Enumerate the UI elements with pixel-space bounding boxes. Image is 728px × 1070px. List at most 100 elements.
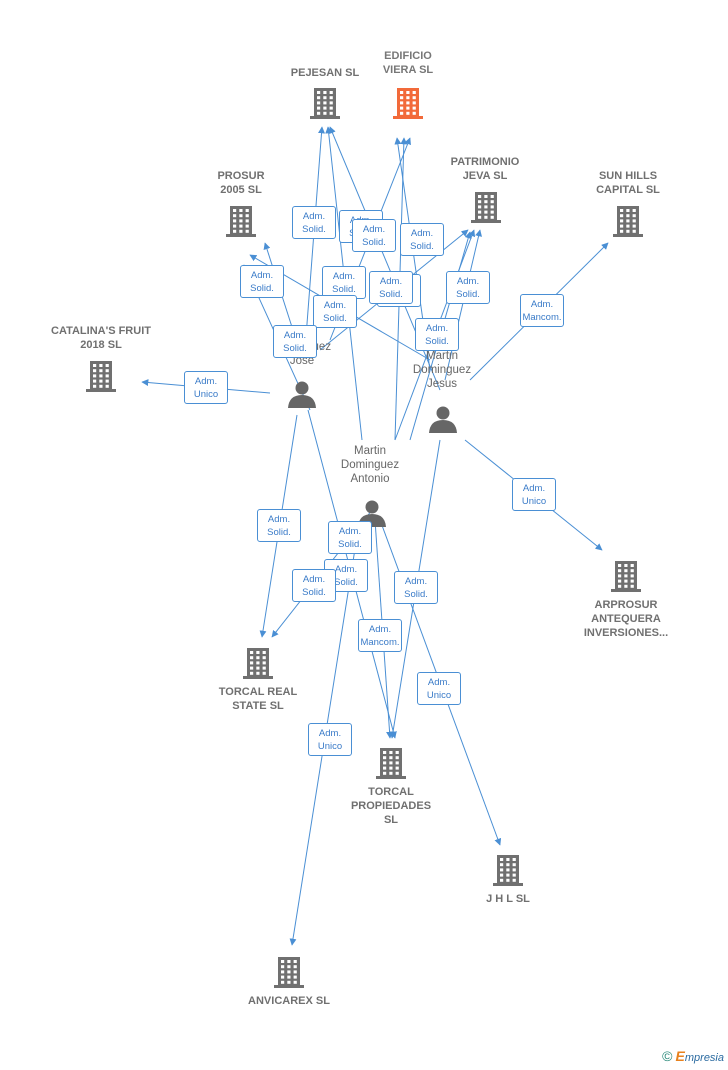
role-badge[interactable]: Adm. Solid. xyxy=(322,266,366,299)
badge-line: Solid. xyxy=(404,589,428,600)
badge-line: Solid. xyxy=(379,289,403,300)
company-node-torcal-propiedades[interactable]: TORCAL PROPIEDADES SL xyxy=(351,785,436,827)
company-label: EDIFICIO VIERA SL xyxy=(382,50,434,76)
badge-line: Solid. xyxy=(338,539,362,550)
role-badge[interactable]: Adm. Solid. xyxy=(352,219,396,252)
company-label: PATRIMONIO JEVA SL xyxy=(450,156,520,182)
company-label: ANVICAREX SL xyxy=(248,995,330,1007)
role-badge[interactable]: Adm. Solid. xyxy=(394,571,438,604)
company-node-torcal-real[interactable]: TORCAL REAL STATE SL xyxy=(219,685,298,713)
role-badge[interactable]: Adm.Solid. xyxy=(328,521,372,554)
building-icon xyxy=(471,192,501,223)
role-badge[interactable]: Adm. Solid. xyxy=(313,295,357,328)
badge-line: Solid. xyxy=(283,343,307,354)
building-icon xyxy=(493,855,523,886)
badge-line: Unico xyxy=(317,741,343,752)
person-icon xyxy=(288,381,316,408)
company-label: PROSUR 2005 SL xyxy=(217,170,265,196)
badge-line: Adm. xyxy=(522,483,546,494)
badge-line: Adm. xyxy=(318,728,342,739)
company-label: ARPROSUR ANTEQUERA INVERSIONES... xyxy=(583,599,669,639)
building-icon xyxy=(613,206,643,237)
company-node-patrimonio[interactable]: PATRIMONIO JEVA SL xyxy=(451,155,525,183)
person-label: Martin Dominguez Jesus xyxy=(412,350,472,390)
building-icon xyxy=(393,88,423,119)
relationship-edge xyxy=(444,229,482,381)
building-icon xyxy=(310,88,340,119)
company-node-pejesan[interactable]: PEJESAN SL xyxy=(291,66,380,80)
company-node-arprosur[interactable]: ARPROSUR ANTEQUERA INVERSIONES... xyxy=(584,598,681,640)
building-icon xyxy=(376,748,406,779)
person-icon xyxy=(429,406,457,433)
role-badge[interactable]: Adm. Unico xyxy=(512,478,556,511)
brand-name: mpresia xyxy=(684,1052,724,1064)
company-label: TORCAL REAL STATE SL xyxy=(218,686,298,712)
role-badge[interactable]: Adm. Unico xyxy=(417,672,461,705)
badge-line: Adm. xyxy=(323,300,347,311)
role-badge[interactable]: Adm.Solid. xyxy=(400,223,444,256)
badge-line: Adm. xyxy=(425,323,449,334)
badge-line: Adm. xyxy=(302,211,326,222)
badge-line: Adm. xyxy=(530,299,554,310)
badge-line: Solid. xyxy=(410,241,434,252)
badge-line: Unico xyxy=(193,389,219,400)
role-badge[interactable]: Adm.Solid. xyxy=(446,271,490,304)
company-label: J H L SL xyxy=(486,893,530,905)
role-badge[interactable]: Adm. Unico xyxy=(184,371,228,404)
role-badge[interactable]: Adm. Solid. xyxy=(240,265,284,298)
badge-line: Mancom. xyxy=(522,312,562,323)
badge-line: Adm. xyxy=(362,224,386,235)
company-node-jhl[interactable]: J H L SL xyxy=(486,892,563,906)
role-badge[interactable]: Adm. Solid. xyxy=(292,569,336,602)
person-node-jesus[interactable]: Martin Dominguez Jesus xyxy=(413,349,482,391)
role-badge[interactable]: Adm. Solid. xyxy=(273,325,317,358)
brand-logo: E xyxy=(675,1048,685,1064)
badge-line: Unico xyxy=(521,496,547,507)
badge-line: Solid. xyxy=(334,577,358,588)
badge-line: Solid. xyxy=(425,336,449,347)
company-label: SUN HILLS CAPITAL SL xyxy=(596,170,660,196)
badge-line: Solid. xyxy=(332,284,356,295)
copyright-mark: © xyxy=(662,1048,673,1064)
badge-line: Adm. xyxy=(379,276,403,287)
role-badge[interactable]: Adm. Mancom. xyxy=(520,294,564,327)
role-badge[interactable]: Adm.Mancom. xyxy=(358,619,402,652)
badge-line: Adm. xyxy=(302,574,326,585)
badge-line: Mancom. xyxy=(360,637,400,648)
role-badge[interactable]: Adm. Solid. xyxy=(369,271,413,304)
person-label: Martin Dominguez Antonio xyxy=(340,445,400,485)
company-node-edificio-viera[interactable]: EDIFICIO VIERA SL xyxy=(383,49,443,77)
brand-footer: © Empresia xyxy=(662,1048,724,1064)
company-node-catalinas[interactable]: CATALINA'S FRUIT 2018 SL xyxy=(51,324,151,352)
role-badge[interactable]: Adm. Solid. xyxy=(415,318,459,351)
company-node-anvicarex[interactable]: ANVICAREX SL xyxy=(248,994,344,1008)
badge-line: Solid. xyxy=(267,527,291,538)
badge-line: Adm. xyxy=(283,330,307,341)
badge-line: Adm. xyxy=(194,376,218,387)
company-node-prosur[interactable]: PROSUR 2005 SL xyxy=(217,169,276,197)
badge-line: Adm. xyxy=(456,276,480,287)
badge-line: Solid. xyxy=(250,283,274,294)
building-icon xyxy=(226,206,256,237)
badge-line: Adm. xyxy=(250,270,274,281)
building-icon xyxy=(243,648,273,679)
company-node-sun-hills[interactable]: SUN HILLS CAPITAL SL xyxy=(596,169,668,197)
company-label: PEJESAN SL xyxy=(290,67,360,79)
building-icon xyxy=(86,361,116,392)
company-label: CATALINA'S FRUIT 2018 SL xyxy=(51,325,151,351)
person-node-antonio[interactable]: Martin Dominguez Antonio xyxy=(341,444,410,486)
role-badge[interactable]: Adm. Unico xyxy=(308,723,352,756)
role-badge[interactable]: Adm.Solid. xyxy=(292,206,336,239)
badge-line: Adm. xyxy=(427,677,451,688)
building-icon xyxy=(611,561,641,592)
badge-line: Solid. xyxy=(323,313,347,324)
building-icon xyxy=(274,957,304,988)
role-badge[interactable]: Adm.Solid. xyxy=(257,509,301,542)
badge-line: Solid. xyxy=(362,237,386,248)
badge-line: Unico xyxy=(426,690,452,701)
badge-line: Adm. xyxy=(332,271,356,282)
badge-line: Adm. xyxy=(334,564,358,575)
badge-line: Adm. xyxy=(404,576,428,587)
badge-line: Solid. xyxy=(302,587,326,598)
